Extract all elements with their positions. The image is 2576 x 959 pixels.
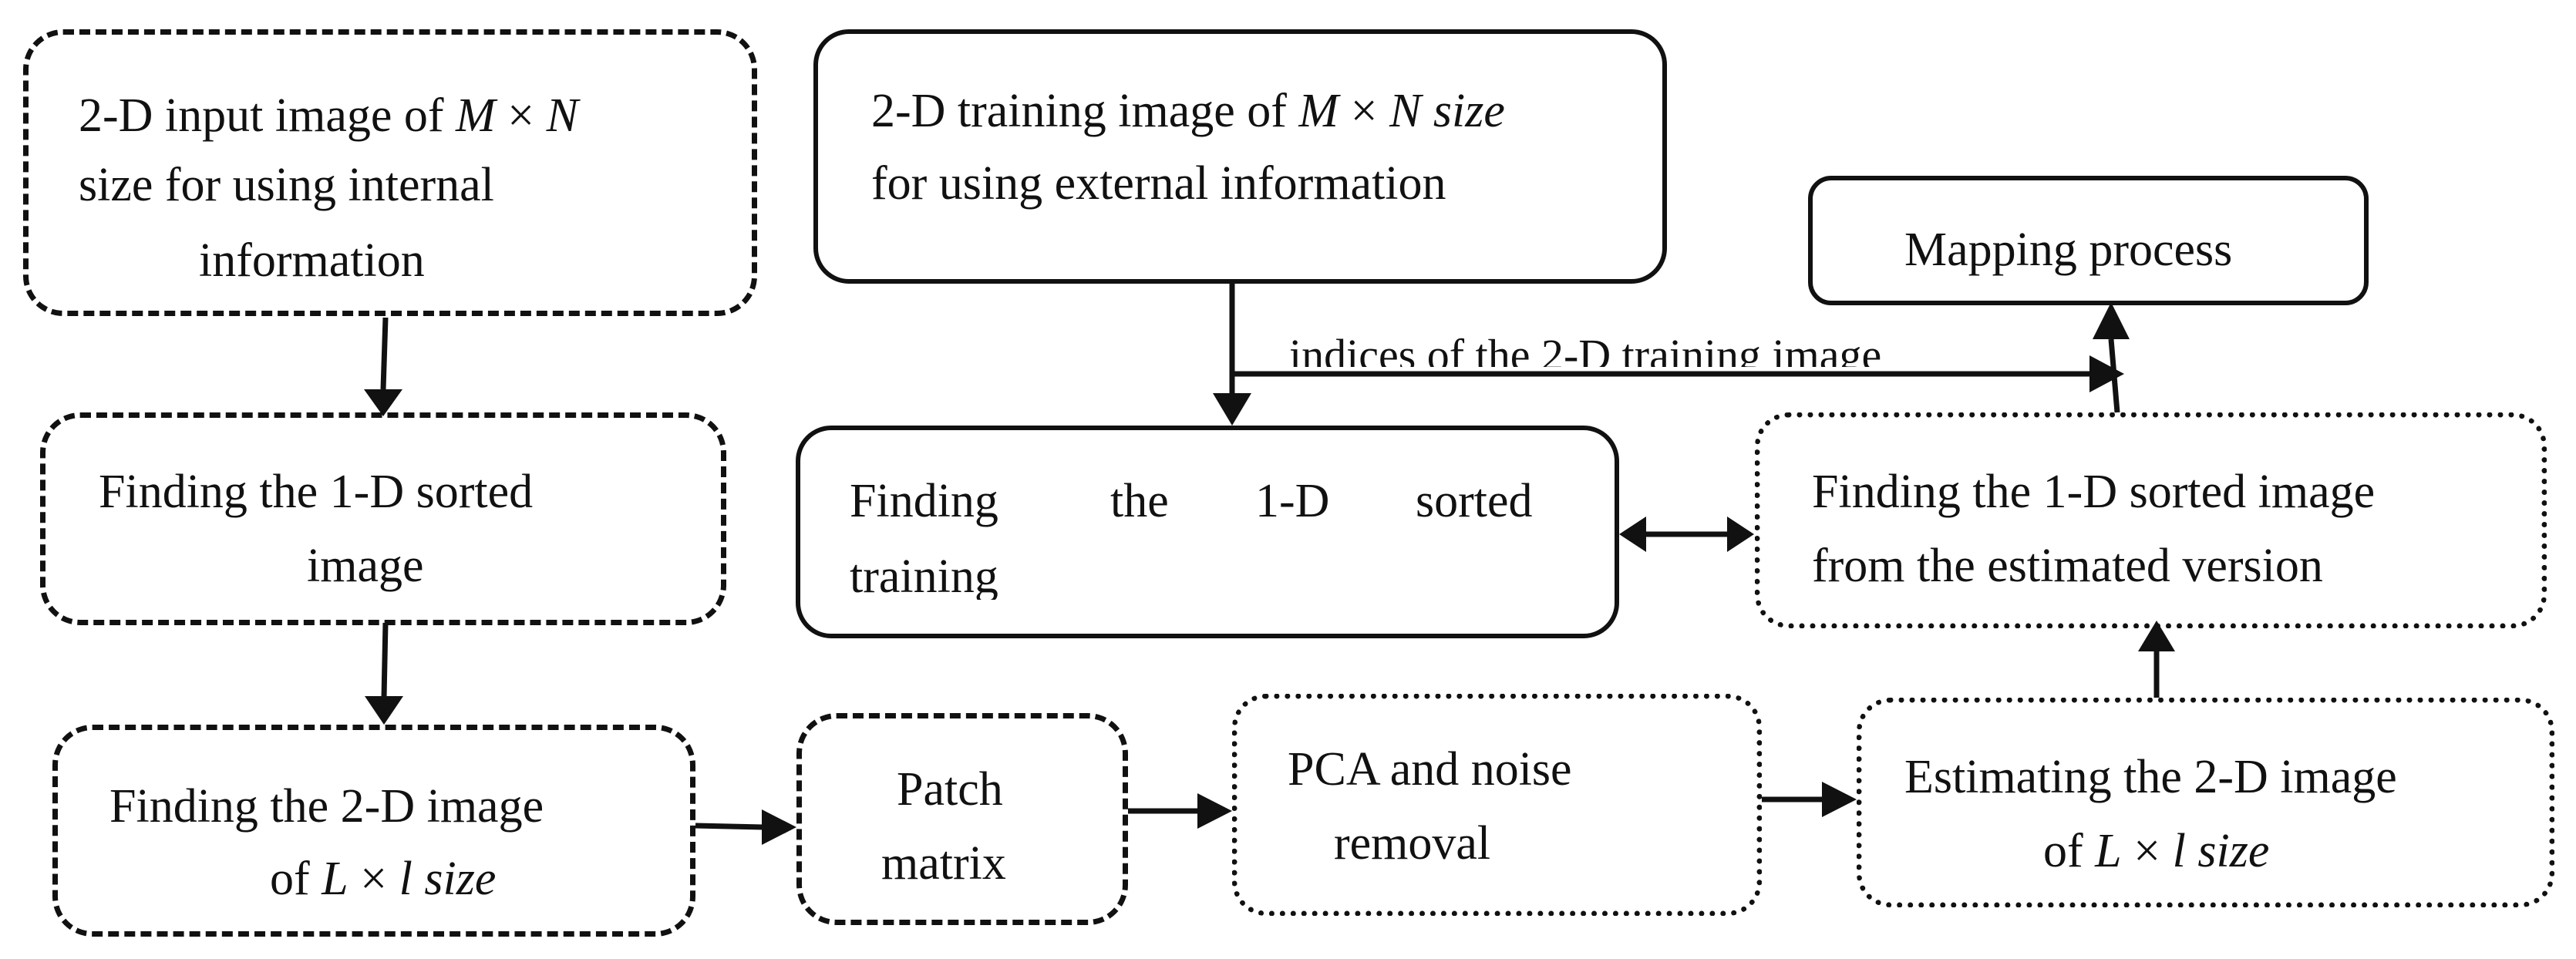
arrow-sorted-to-image2d: [381, 622, 389, 698]
estimating-of: of: [2043, 825, 2096, 877]
estimating-size: size: [2185, 825, 2270, 877]
sorted-1d-line2: image: [307, 540, 424, 592]
arrowhead-sorted-to-image2d: [365, 696, 403, 725]
training-image-box: [813, 29, 1667, 284]
training-image-M: M: [1298, 85, 1339, 137]
input-image-box: [23, 29, 757, 316]
sorted-training-line2: training: [850, 550, 998, 600]
training-image-line1: 2-D training image of M × N size: [871, 74, 1505, 148]
mapping-process-label: Mapping process: [1904, 224, 2233, 276]
arrowhead-training-to-sorted-training: [1213, 393, 1251, 426]
training-image-size: size: [1421, 85, 1505, 137]
pca-line1: PCA and noise: [1288, 743, 1572, 796]
patch-matrix-line2: matrix: [881, 837, 1006, 890]
image-2d-times: ×: [348, 853, 399, 905]
training-image-line2: for using external information: [871, 157, 1446, 210]
pca-line2: removal: [1334, 817, 1491, 870]
arrowhead-double-right: [1727, 517, 1754, 552]
estimating-times: ×: [2121, 825, 2173, 877]
image-2d-line1: Finding the 2-D image: [109, 780, 544, 833]
estimating-L: L: [2095, 825, 2122, 877]
sorted-estimated-line1: Finding the 1-D sorted image: [1812, 466, 2376, 518]
arrowhead-pca-to-estimating: [1822, 782, 1857, 817]
input-image-M: M: [456, 89, 496, 142]
image-2d-of: of: [270, 853, 322, 905]
mapping-process-box: [1808, 176, 2369, 305]
image-2d-size: size: [412, 853, 497, 905]
estimating-line2: of L × l size: [2043, 814, 2269, 888]
estimating-line1: Estimating the 2-D image: [1904, 751, 2397, 803]
arrow-image2d-to-patch: [695, 823, 764, 830]
training-image-times: ×: [1339, 85, 1390, 137]
pca-box: [1232, 694, 1762, 916]
arrowhead-estimated-to-mapping: [2093, 302, 2130, 339]
sorted-training-word3: 1-D: [1255, 475, 1330, 527]
input-image-line2: size for using internal: [79, 159, 494, 211]
patch-matrix-box: [796, 713, 1128, 925]
arrowhead-input-to-sorted: [364, 389, 402, 416]
arrowhead-double-left: [1619, 517, 1646, 552]
arrowhead-image2d-to-patch: [762, 809, 796, 845]
estimating-l: l: [2172, 825, 2186, 877]
sorted-training-box: [796, 426, 1619, 638]
arrowhead-indices: [2089, 355, 2124, 392]
sorted-training-word4: sorted: [1416, 475, 1533, 527]
input-image-times: ×: [495, 89, 547, 142]
input-image-line1: 2-D input image of M × N: [79, 79, 578, 153]
arrowhead-patch-to-pca: [1197, 793, 1232, 829]
arrowhead-estimating-to-estimated: [2138, 621, 2175, 651]
image-2d-l: l: [399, 853, 412, 905]
input-image-prefix: 2-D input image of: [79, 89, 456, 142]
input-image-line3: information: [199, 234, 425, 287]
indices-edge-label: indices of the 2-D training image: [1289, 331, 1882, 367]
sorted-estimated-box: [1755, 412, 2547, 628]
training-image-N: N: [1389, 85, 1422, 137]
arrow-input-to-sorted: [380, 317, 389, 390]
estimating-box: [1857, 698, 2554, 907]
patch-matrix-line1: Patch: [897, 763, 1003, 816]
sorted-training-word2: the: [1110, 475, 1169, 527]
input-image-N: N: [546, 89, 578, 142]
image-2d-L: L: [322, 853, 349, 905]
training-image-prefix: 2-D training image of: [871, 85, 1299, 137]
image-2d-line2: of L × l size: [270, 842, 496, 916]
sorted-training-word1: Finding: [850, 475, 998, 527]
sorted-1d-line1: Finding the 1-D sorted: [99, 466, 534, 518]
image-2d-box: [52, 725, 695, 937]
sorted-estimated-line2: from the estimated version: [1812, 540, 2323, 592]
sorted-1d-box: [40, 412, 726, 625]
